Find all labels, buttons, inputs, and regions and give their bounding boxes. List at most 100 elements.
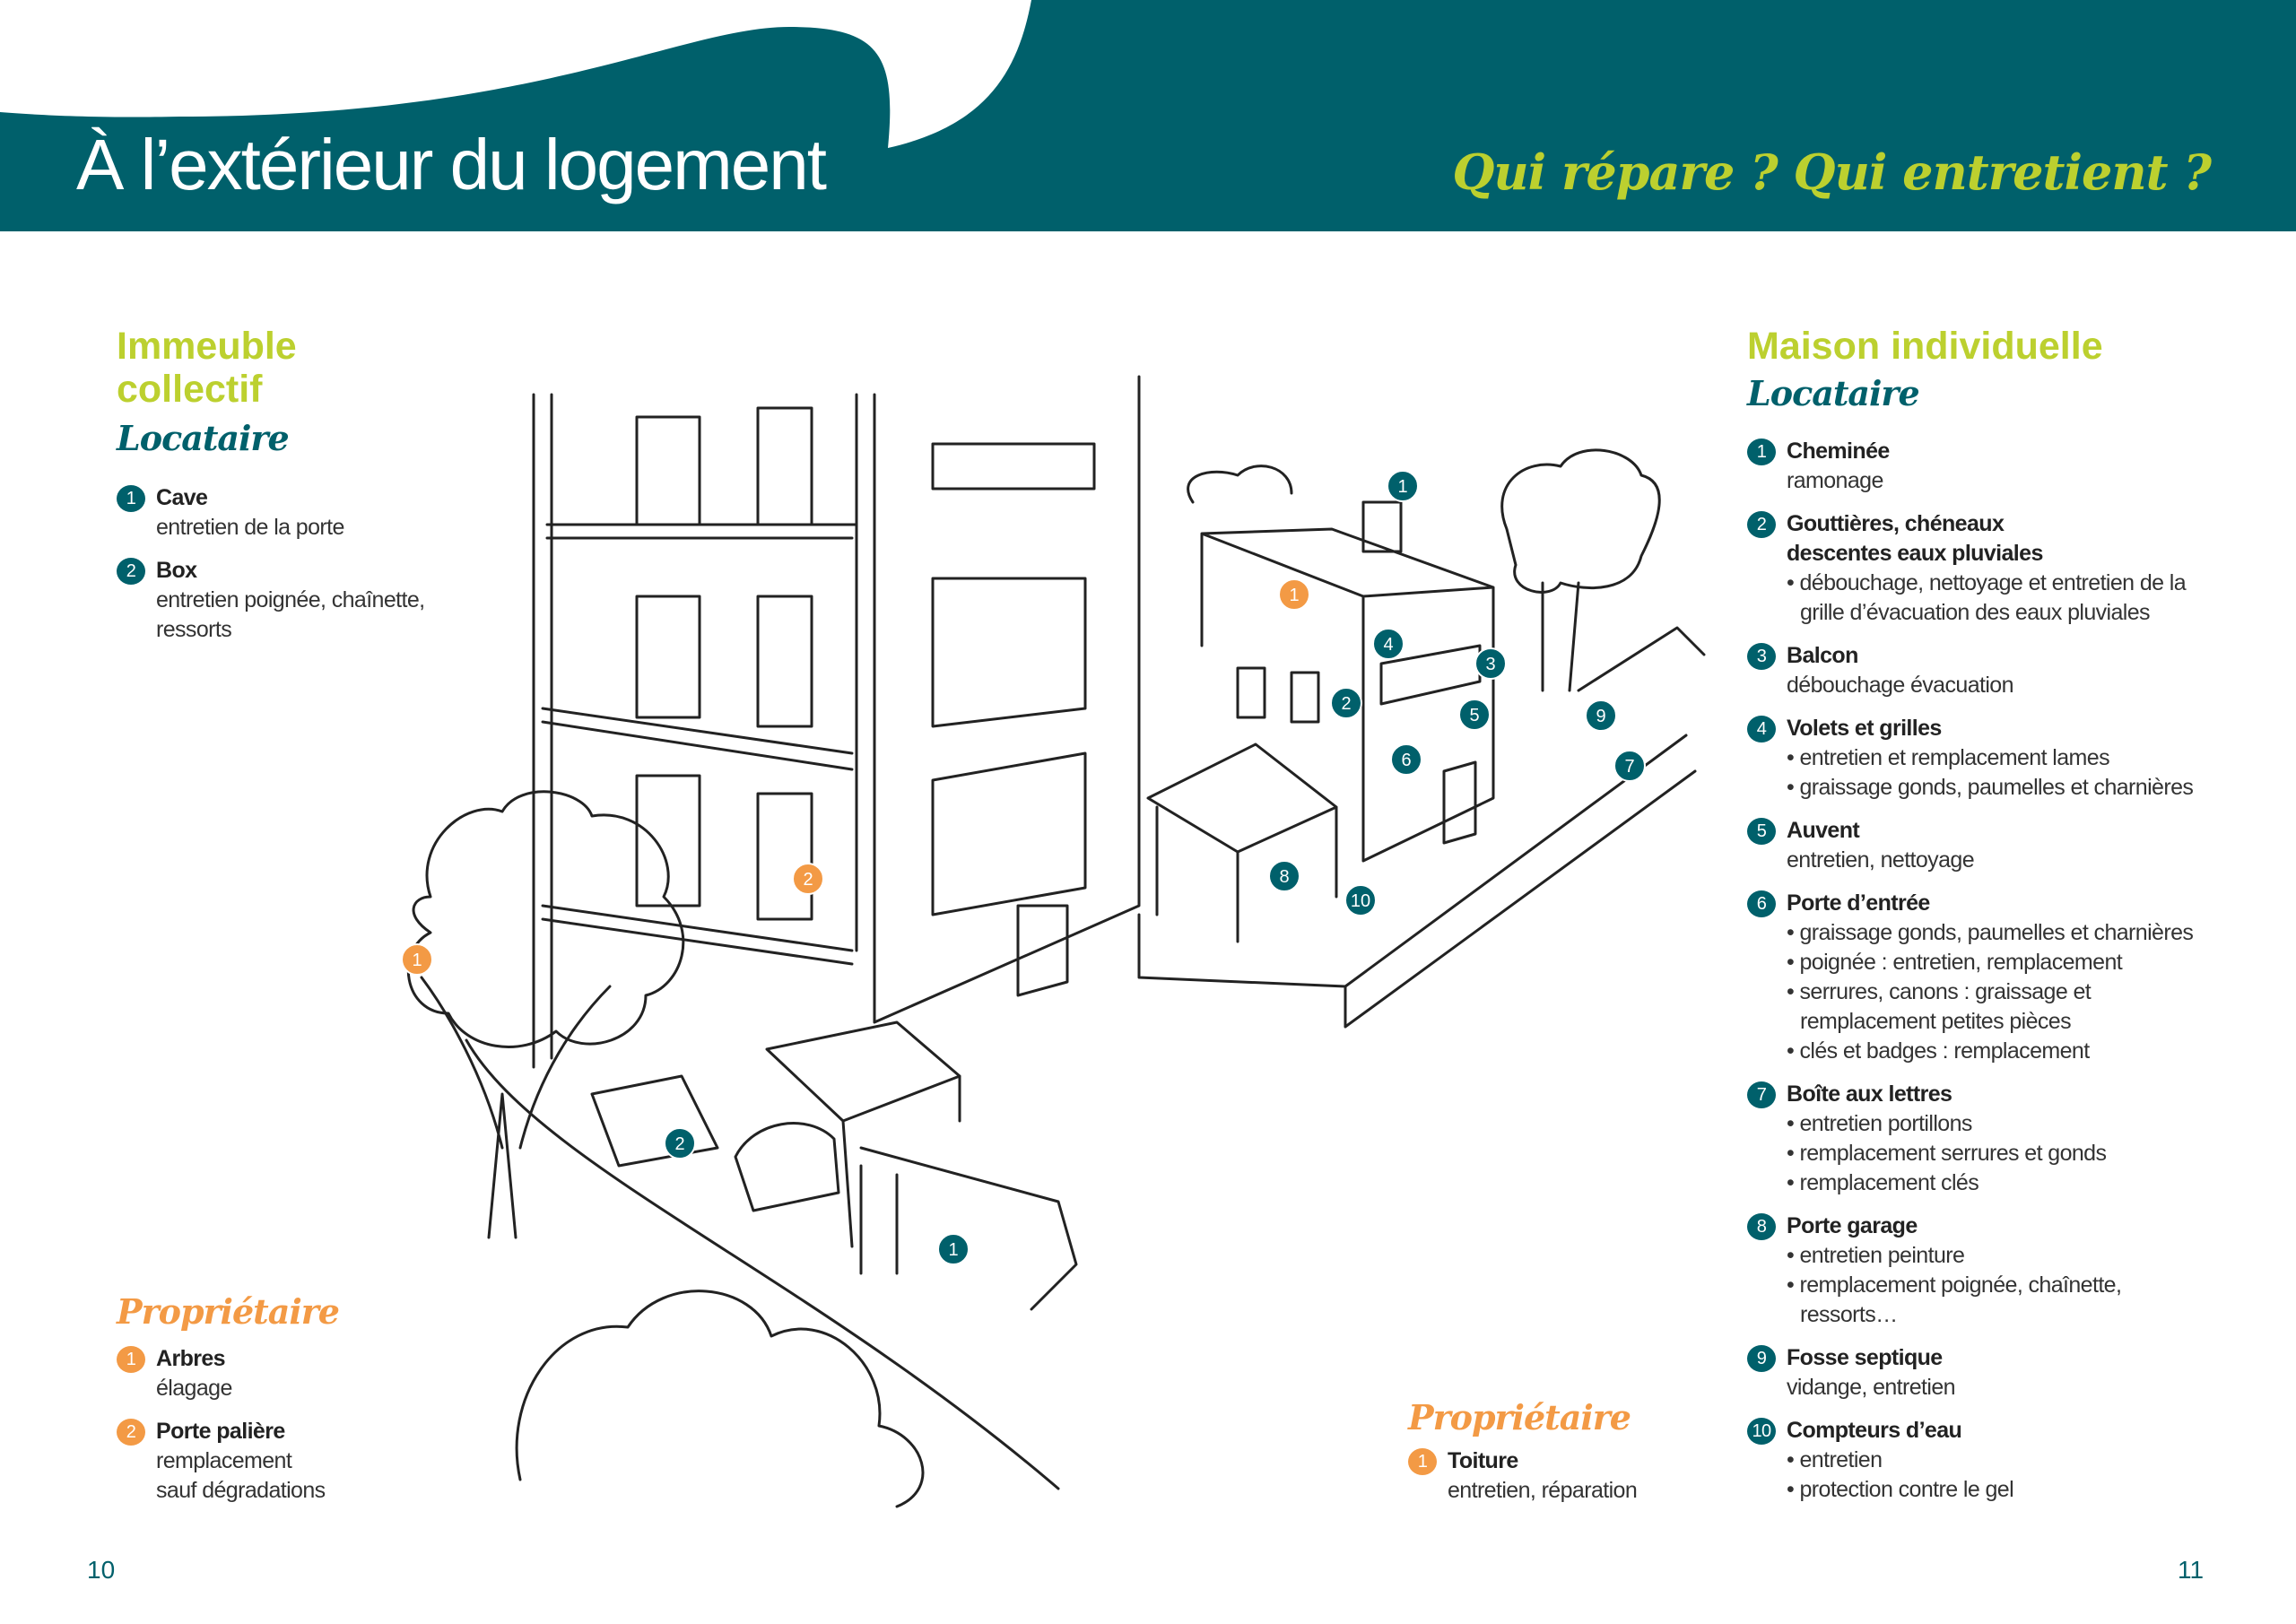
list-item: 3 Balcon débouchage évacuation <box>1747 641 2213 700</box>
marker-number: 3 <box>1485 655 1495 674</box>
marker-circle <box>1372 628 1405 660</box>
tree-drawing <box>406 790 685 1239</box>
number-badge: 1 <box>1408 1448 1437 1475</box>
marker-number: 1 <box>1289 586 1299 605</box>
item-desc: sauf dégradations <box>156 1478 326 1503</box>
number-badge: 6 <box>1747 890 1776 917</box>
item-title: Boîte aux lettres <box>1787 1081 1952 1107</box>
number-badge: 2 <box>117 558 145 585</box>
maison-title: Maison individuelle <box>1747 325 2103 368</box>
item-title: Porte garage <box>1787 1213 1918 1238</box>
maison-proprietaire: Propriétaire 1 Toiture entretien, répara… <box>1408 1397 1731 1519</box>
list-item: 2 Gouttières, chéneaux descentes eaux plu… <box>1747 509 2213 628</box>
bullet-text: débouchage, nettoyage et entretien de la… <box>1799 570 2187 625</box>
marker-circle <box>937 1233 970 1265</box>
bullet-text: entretien peinture <box>1799 1243 1965 1268</box>
item-desc: ramonage <box>1787 468 1883 493</box>
marker-circle <box>664 1127 696 1159</box>
list-item: 9 Fosse septique vidange, entretien <box>1747 1343 2213 1403</box>
marker-circle <box>1268 860 1300 892</box>
item-desc: entretien, nettoyage <box>1787 847 1975 873</box>
item-bullet: • clés et badges : remplacement <box>1787 1038 2090 1064</box>
marker-circle <box>1474 647 1507 680</box>
house-marker-teal-10: 10 <box>1344 884 1377 916</box>
house-drawing <box>1137 448 1706 1029</box>
item-bullet: • protection contre le gel <box>1787 1477 2014 1502</box>
item-bullet: • entretien et remplacement lames <box>1787 745 2110 770</box>
header-banner <box>0 0 2296 231</box>
page-title: À l’extérieur du logement <box>76 125 827 204</box>
item-title: Gouttières, chéneaux descentes eaux pluv… <box>1787 511 2043 566</box>
marker-number: 8 <box>1279 867 1289 887</box>
building-marker-orange-1: 1 <box>401 943 433 976</box>
item-title: Compteurs d’eau <box>1787 1418 1962 1443</box>
list-item: 1 Arbres élagage <box>117 1344 439 1403</box>
number-badge: 3 <box>1747 643 1776 670</box>
item-bullet: • entretien peinture <box>1787 1243 1965 1268</box>
number-badge: 8 <box>1747 1213 1776 1240</box>
marker-circle <box>792 863 824 895</box>
item-title: Cave <box>156 485 208 510</box>
item-desc: entretien de la porte <box>156 515 344 540</box>
item-desc: remplacement <box>156 1448 292 1473</box>
item-title: Arbres <box>156 1346 226 1371</box>
list-item: 8 Porte garage • entretien peinture • rempl… <box>1747 1211 2213 1330</box>
marker-number: 1 <box>948 1240 958 1260</box>
list-item: 1 Toiture entretien, réparation <box>1408 1446 1731 1506</box>
list-item: 2 Box entretien poignée, chaînette, ress… <box>117 556 452 645</box>
number-badge: 4 <box>1747 716 1776 743</box>
bullet-text: graissage gonds, paumelles et charnières <box>1799 920 2194 945</box>
item-title: Volets et grilles <box>1787 716 1942 741</box>
house-marker-orange-1: 1 <box>1278 578 1310 611</box>
marker-circle <box>1387 470 1419 502</box>
item-bullet: • poignée : entretien, remplacement <box>1787 950 2123 975</box>
item-title: Toiture <box>1448 1448 1518 1473</box>
list-item: 2 Porte palière remplacement sauf dégrad… <box>117 1417 439 1506</box>
bullet-text: entretien <box>1799 1447 1883 1472</box>
number-badge: 2 <box>117 1419 145 1446</box>
marker-number: 6 <box>1401 751 1411 770</box>
immeuble-locataire-label: Locataire <box>117 418 290 458</box>
house-marker-teal-8: 8 <box>1268 860 1300 892</box>
house-marker-teal-7: 7 <box>1613 750 1646 782</box>
number-badge: 9 <box>1747 1345 1776 1372</box>
item-bullet: • entretien <box>1787 1447 1883 1472</box>
item-desc: débouchage évacuation <box>1787 673 2014 698</box>
item-title: Box <box>156 558 197 583</box>
item-desc: vidange, entretien <box>1787 1375 1956 1400</box>
page-tagline: Qui répare ? Qui entretient ? <box>1452 143 2212 201</box>
building-marker-teal-2: 2 <box>664 1127 696 1159</box>
house-marker-teal-3: 3 <box>1474 647 1507 680</box>
immeuble-title: Immeuble collectif <box>117 325 457 411</box>
number-badge: 2 <box>1747 511 1776 538</box>
bullet-text: entretien portillons <box>1799 1111 1973 1136</box>
marker-number: 2 <box>1341 694 1351 714</box>
bullet-text: graissage gonds, paumelles et charnières <box>1799 775 2194 800</box>
immeuble-title-line: Immeuble <box>117 325 297 368</box>
list-item: 1 Cave entretien de la porte <box>117 483 457 543</box>
marker-circle <box>1585 699 1617 732</box>
maison-proprietaire-label: Propriétaire <box>1408 1397 1631 1437</box>
item-bullet: • débouchage, nettoyage et entretien de … <box>1787 570 2187 625</box>
bullet-text: serrures, canons : graissage et remplace… <box>1799 979 2092 1034</box>
number-badge: 1 <box>117 1346 145 1373</box>
item-bullet: • graissage gonds, paumelles et charnièr… <box>1787 920 2194 945</box>
item-title: Balcon <box>1787 643 1858 668</box>
item-bullet: • remplacement poignée, chaînette, resso… <box>1787 1272 2122 1327</box>
list-item: 4 Volets et grilles • entretien et remplac… <box>1747 714 2213 803</box>
number-badge: 1 <box>1747 439 1776 465</box>
bullet-text: remplacement serrures et gonds <box>1799 1141 2107 1166</box>
item-title: Fosse septique <box>1787 1345 1943 1370</box>
marker-number: 9 <box>1596 707 1605 726</box>
marker-circle <box>1613 750 1646 782</box>
apartment-building-drawing <box>532 375 1141 1311</box>
marker-number: 4 <box>1383 635 1393 655</box>
item-bullet: • remplacement serrures et gonds <box>1787 1141 2107 1166</box>
marker-number: 1 <box>1397 477 1407 497</box>
marker-circle <box>1458 699 1491 731</box>
bullet-text: remplacement poignée, chaînette, ressort… <box>1799 1272 2122 1327</box>
